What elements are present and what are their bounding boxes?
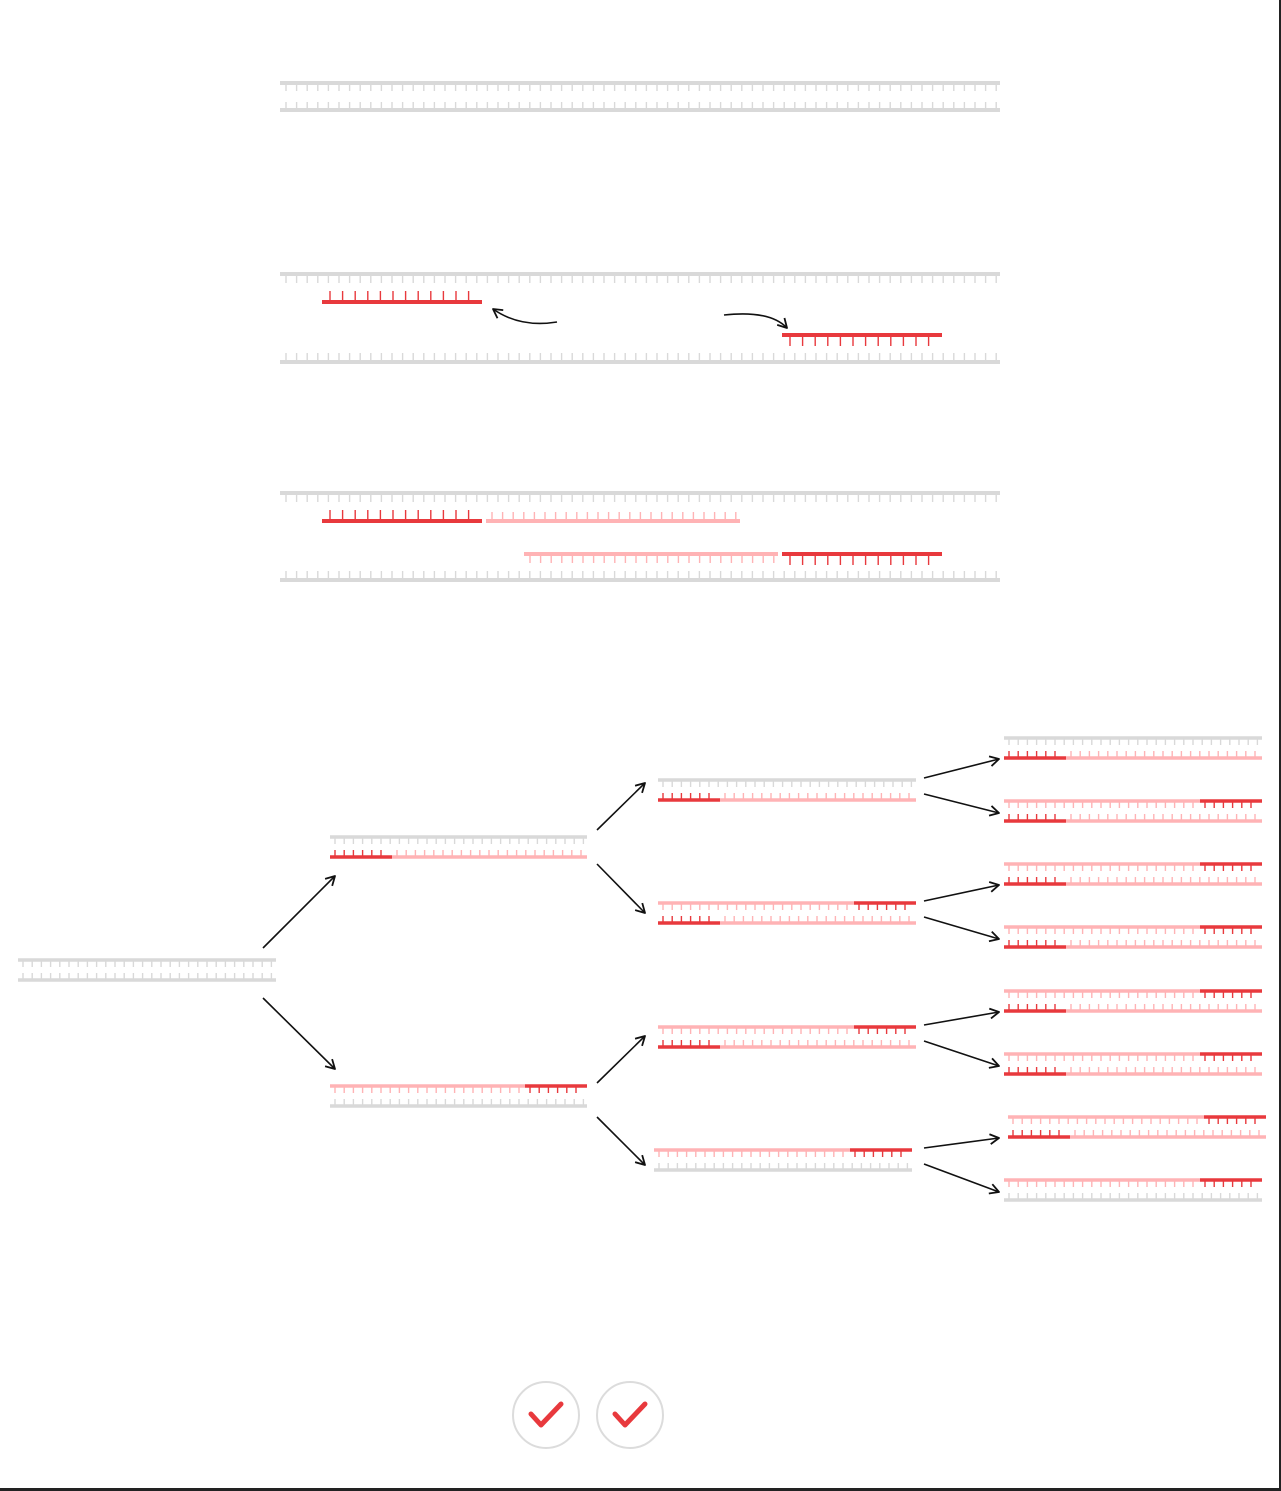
cycle-3-product-7 bbox=[1008, 1115, 1266, 1139]
checkmark-icon bbox=[528, 1401, 564, 1428]
cycle-3-product-2 bbox=[1004, 799, 1262, 823]
tree-arrow-2-2 bbox=[923, 793, 1000, 817]
reverse-primer bbox=[782, 333, 942, 346]
check-button-2[interactable] bbox=[596, 1381, 664, 1449]
primer-arrow-right bbox=[723, 313, 788, 329]
tree-arrow-2-5 bbox=[923, 1007, 1000, 1026]
page-border-right bbox=[1279, 0, 1281, 1491]
tree-arrow-1-3 bbox=[596, 1035, 646, 1084]
cycle-2-product-1 bbox=[658, 778, 916, 802]
cycle-2-product-2 bbox=[658, 901, 916, 925]
tree-arrow-0-1 bbox=[262, 875, 336, 949]
cycle-3-product-5 bbox=[1004, 989, 1262, 1013]
tree-arrow-2-6 bbox=[923, 1040, 1000, 1069]
tree-arrow-2-8 bbox=[923, 1163, 1000, 1195]
tree-arrow-2-4 bbox=[923, 916, 1000, 943]
extended-top-strand bbox=[322, 510, 740, 523]
tree-arrow-2-3 bbox=[923, 881, 1000, 902]
tree-arrow-2-1 bbox=[923, 755, 1000, 779]
check-button-1[interactable] bbox=[512, 1381, 580, 1449]
tree-arrow-1-2 bbox=[596, 863, 646, 914]
cycle-3-product-4 bbox=[1004, 925, 1262, 949]
cycle-0-template bbox=[18, 958, 276, 982]
extended-bottom-strand bbox=[524, 552, 942, 565]
stage-primer-annealing bbox=[280, 272, 1000, 364]
cycle-3-product-6 bbox=[1004, 1052, 1262, 1076]
cycle-3-product-3 bbox=[1004, 862, 1262, 886]
tree-arrow-2-7 bbox=[923, 1133, 1000, 1149]
cycle-1-product-2 bbox=[330, 1084, 587, 1108]
cycle-2-product-3 bbox=[658, 1025, 916, 1049]
cycle-1-product-1 bbox=[330, 835, 587, 859]
primer-arrow-left bbox=[492, 308, 558, 325]
checkmark-icon bbox=[612, 1401, 648, 1428]
forward-primer bbox=[322, 291, 482, 304]
tree-arrow-0-2 bbox=[262, 997, 336, 1070]
stage-extension bbox=[280, 491, 1000, 582]
cycle-3-product-8 bbox=[1004, 1178, 1262, 1202]
tree-arrow-1-4 bbox=[596, 1116, 646, 1166]
cycle-2-product-4 bbox=[654, 1148, 912, 1172]
stage-template-double-strand bbox=[280, 81, 1000, 112]
tree-arrow-1-1 bbox=[596, 782, 646, 831]
page-border-bottom bbox=[0, 1488, 1281, 1491]
cycle-3-product-1 bbox=[1004, 736, 1262, 760]
